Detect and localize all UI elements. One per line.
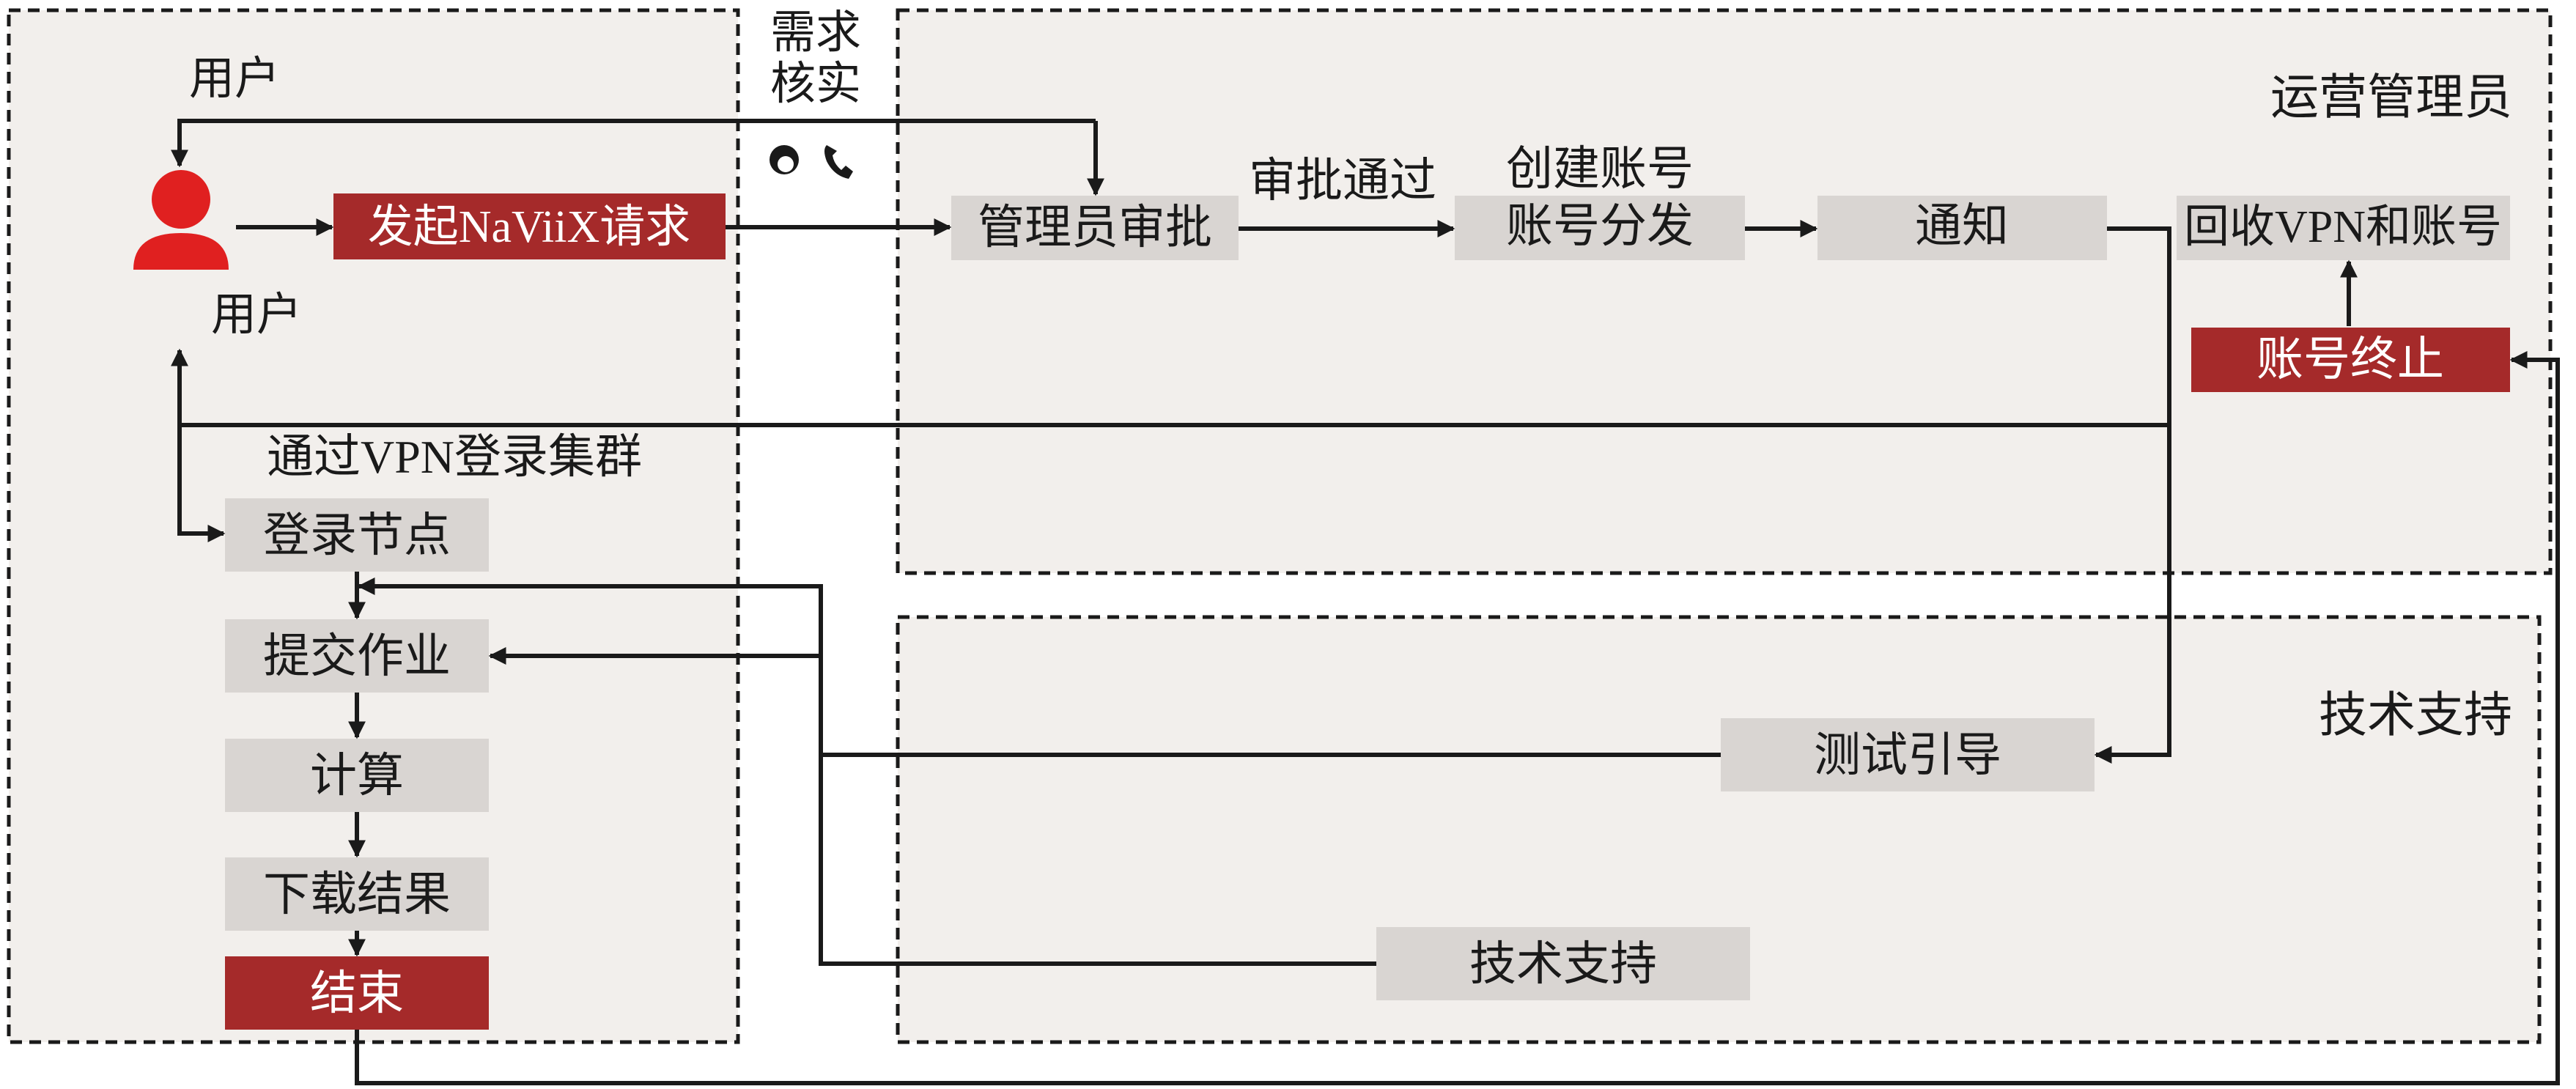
distribute-account-text: 账号分发	[1506, 200, 1694, 252]
admin-approve-box	[951, 196, 1239, 260]
reclaim-text: 回收VPN和账号	[2184, 202, 2502, 252]
terminate-text: 账号终止	[2256, 333, 2444, 385]
initiate-request-box	[333, 193, 726, 259]
admin-approve-text: 管理员审批	[978, 202, 1212, 254]
tech-support-box-text: 技术支持	[1469, 938, 1657, 990]
terminate-box	[2191, 328, 2510, 392]
submit-job-text: 提交作业	[263, 630, 451, 682]
download-text: 下载结果	[263, 868, 451, 920]
test-guide-box	[1721, 718, 2095, 791]
create-account-text: 创建账号	[1506, 143, 1694, 195]
test-guide-text: 测试引导	[1814, 729, 2001, 781]
notify-box	[1817, 196, 2107, 260]
tech-support-title: 技术支持	[2319, 689, 2512, 742]
demand-check-label-1: 需求	[770, 8, 861, 58]
demand-check-label-2: 核实	[770, 59, 861, 109]
ops-admin-panel	[896, 8, 2553, 575]
arrow-notify-to-test-guide	[2094, 425, 2171, 764]
line-notify-down	[2107, 226, 2171, 425]
person-icon	[770, 145, 799, 174]
arrow-to-login-node	[177, 425, 226, 542]
approved-label: 审批通过	[1249, 155, 1436, 207]
initiate-request-text: 发起NaViiX请求	[368, 202, 691, 252]
ops-admin-title: 运营管理员	[2270, 71, 2512, 125]
login-node-text: 登录节点	[263, 509, 451, 561]
user-icon	[133, 170, 229, 270]
arrow-support-to-login	[357, 577, 1376, 966]
login-node-box	[225, 498, 489, 572]
user-top-label: 用户	[189, 54, 280, 104]
phone-icon	[824, 145, 853, 179]
account-box	[1455, 196, 1745, 260]
vpn-login-label: 通过VPN登录集群	[267, 431, 642, 483]
end-box	[225, 956, 489, 1030]
notify-text: 通知	[1915, 200, 2009, 252]
user-bottom-label: 用户	[211, 290, 302, 340]
arrow-check-to-user	[171, 119, 1096, 168]
tech-support-box	[1376, 927, 1750, 1000]
reclaim-box	[2177, 196, 2510, 260]
download-box	[225, 857, 489, 931]
end-text: 结束	[310, 967, 404, 1019]
arrow-end-to-terminate	[355, 351, 2560, 1085]
compute-box	[225, 739, 489, 812]
submit-job-box	[225, 619, 489, 693]
compute-text: 计算	[310, 750, 404, 802]
